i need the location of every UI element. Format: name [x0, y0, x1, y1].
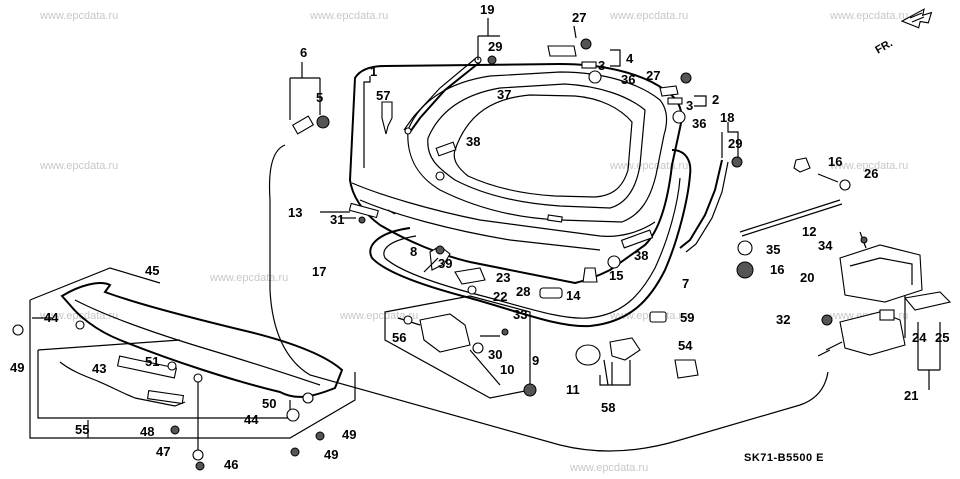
callout-label: 58 — [601, 400, 615, 415]
callout-label: 29 — [728, 136, 742, 151]
callout-label: 23 — [496, 270, 510, 285]
spoiler-frame — [29, 267, 356, 439]
watermark: www.epcdata.ru — [310, 10, 389, 22]
callout-label: 21 — [904, 388, 918, 403]
callout-label: 14 — [566, 288, 581, 303]
lock-cover — [839, 244, 923, 303]
watermark: www.epcdata.ru — [610, 160, 689, 172]
callout-label: 6 — [300, 45, 307, 60]
key-cylinder — [575, 344, 601, 366]
callout-label: 33 — [513, 307, 527, 322]
callout-label: 27 — [646, 68, 660, 83]
watermark: www.epcdata.ru — [830, 160, 909, 172]
callout-label: 49 — [324, 447, 338, 462]
front-direction-arrow: FR. — [873, 8, 933, 57]
callout-label: 12 — [802, 224, 816, 239]
callout-label: 46 — [224, 457, 238, 472]
tailgate-latch — [839, 311, 906, 356]
callout-label: 57 — [376, 88, 390, 103]
callout-label: 3 — [598, 58, 605, 73]
release-rod — [739, 199, 841, 233]
callout-label: 44 — [244, 412, 259, 427]
callout-label: 9 — [532, 353, 539, 368]
left-gas-strut — [409, 61, 481, 133]
callout-label: 44 — [44, 310, 59, 325]
watermark: www.epcdata.ru — [830, 10, 909, 22]
watermark: www.epcdata.ru — [340, 310, 419, 322]
watermark: www.epcdata.ru — [210, 272, 289, 284]
callout-label: 39 — [438, 256, 452, 271]
callout-label: 32 — [776, 312, 790, 327]
callout-label: 45 — [145, 263, 159, 278]
callout-label: 27 — [572, 10, 586, 25]
callout-label: 19 — [480, 2, 494, 17]
watermark: www.epcdata.ru — [610, 10, 689, 22]
callout-label: 38 — [466, 134, 480, 149]
release-cable — [268, 144, 829, 452]
callout-label: 55 — [75, 422, 89, 437]
watermark: www.epcdata.ru — [570, 462, 649, 474]
callout-label: 11 — [566, 382, 580, 397]
watermark: www.epcdata.ru — [40, 160, 119, 172]
watermark: www.epcdata.ru — [40, 10, 119, 22]
callout-label: 48 — [140, 424, 154, 439]
callout-label: 59 — [680, 310, 694, 325]
callout-label: 22 — [493, 289, 507, 304]
callout-label: 17 — [312, 264, 326, 279]
callout-label: 10 — [500, 362, 514, 377]
callout-label: 31 — [330, 212, 344, 227]
direction-label: FR. — [873, 37, 894, 56]
spoiler-harness — [59, 361, 186, 407]
callout-label: 1 — [370, 64, 377, 79]
callout-label: 49 — [10, 360, 24, 375]
callout-label: 56 — [392, 330, 406, 345]
callout-label: 28 — [516, 284, 530, 299]
callout-label: 36 — [692, 116, 706, 131]
callout-label: 25 — [935, 330, 949, 345]
callout-label: 24 — [912, 330, 927, 345]
callout-label: 35 — [766, 242, 780, 257]
callout-label: 20 — [800, 270, 814, 285]
callout-label: 29 — [488, 39, 502, 54]
callout-label: 30 — [488, 347, 502, 362]
callout-label: 51 — [145, 354, 159, 369]
callout-label: 54 — [678, 338, 693, 353]
callout-label: 38 — [634, 248, 648, 263]
callout-label: 5 — [316, 90, 323, 105]
callout-label: 26 — [864, 166, 878, 181]
callout-label: 16 — [770, 262, 784, 277]
callout-label: 2 — [712, 92, 719, 107]
callout-label: 49 — [342, 427, 356, 442]
latch-clip — [547, 45, 577, 57]
weatherstrip — [369, 149, 692, 328]
callout-label: 16 — [828, 154, 842, 169]
callout-label: 47 — [156, 444, 170, 459]
diagram-code: SK71-B5500 E — [744, 452, 824, 464]
callout-label: 50 — [262, 396, 276, 411]
tailgate-panel — [348, 62, 683, 285]
callout-label: 7 — [682, 276, 689, 291]
callout-label: 4 — [626, 51, 634, 66]
callout-label: 8 — [410, 244, 417, 259]
callout-label: 43 — [92, 361, 106, 376]
callout-label: 3 — [686, 98, 693, 113]
callout-label: 15 — [609, 268, 623, 283]
callout-label: 34 — [818, 238, 833, 253]
lock-actuator — [419, 313, 471, 353]
callout-label: 36 — [621, 72, 635, 87]
callout-label: 37 — [497, 87, 511, 102]
callout-label: 13 — [288, 205, 302, 220]
callout-label: 18 — [720, 110, 734, 125]
right-gas-strut — [679, 159, 723, 249]
